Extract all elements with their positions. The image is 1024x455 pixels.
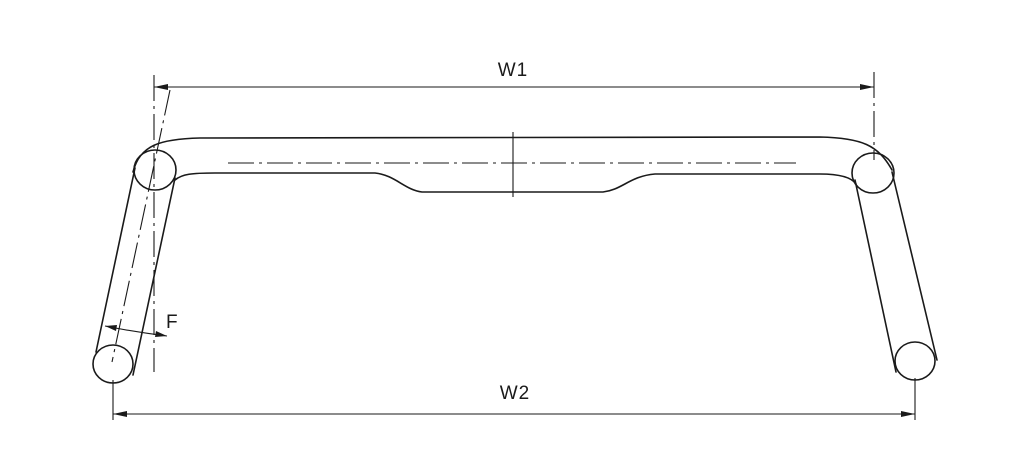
right-bend-section — [851, 152, 895, 194]
w2-arrow-right — [901, 411, 915, 417]
centerlines — [111, 72, 875, 372]
right-drop-inner-edge — [854, 179, 897, 373]
w2-label: W2 — [500, 383, 531, 404]
handlebar-shape — [92, 136, 938, 384]
dimension-w1: W1 — [154, 60, 874, 90]
left-drop-outer-edge — [95, 167, 136, 353]
dimension-f: F — [104, 312, 179, 337]
right-drop-end — [894, 341, 936, 381]
left-bend-section — [133, 149, 177, 191]
w1-label: W1 — [498, 60, 529, 81]
f-label: F — [166, 312, 179, 333]
right-drop-outer-edge — [891, 171, 938, 361]
top-tube-lower-edge — [174, 172, 857, 193]
w1-arrow-right — [860, 84, 874, 90]
w1-arrow-left — [154, 84, 168, 90]
f-arrow-right — [155, 331, 167, 337]
f-arrow-left — [105, 325, 117, 331]
left-drop-end — [92, 344, 134, 384]
left-drop-axis-line — [111, 89, 171, 363]
w2-arrow-left — [113, 411, 127, 417]
dimension-w2: W2 — [112, 378, 916, 420]
